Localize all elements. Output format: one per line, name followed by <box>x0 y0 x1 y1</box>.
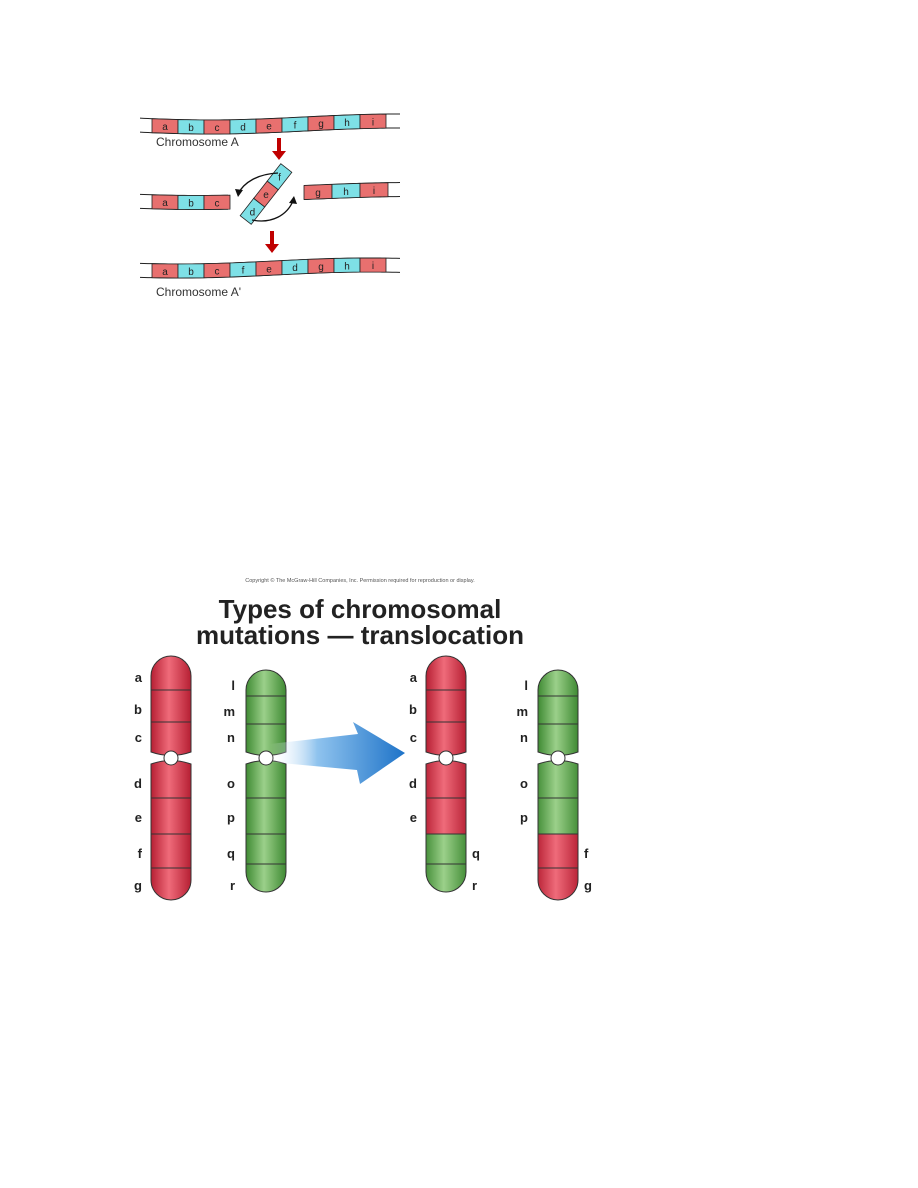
gene-label-r: r <box>230 878 235 893</box>
segment-label-c: c <box>215 123 220 134</box>
gene-label-g: g <box>134 878 142 893</box>
chromosome-red-after-lower-arm-translocated <box>426 834 466 892</box>
chromosomes <box>150 655 579 901</box>
chromosome-green-after <box>537 669 579 901</box>
chromosome-red-before-lower-arm <box>150 760 192 901</box>
chromosome-red-after-centromere <box>438 750 454 766</box>
segment-label-a: a <box>162 198 168 209</box>
segment-i <box>359 182 389 198</box>
chromosome-red-after-upper-arm <box>425 655 467 756</box>
gene-label-m: m <box>516 704 528 719</box>
chromosome-green-before-lower-arm <box>245 760 287 893</box>
gene-label-d: d <box>134 776 142 791</box>
gene-label-r: r <box>472 878 477 893</box>
copyright-notice: Copyright © The McGraw-Hill Companies, I… <box>245 577 475 584</box>
segment-label-a: a <box>162 267 168 278</box>
inverted-segment-f <box>266 163 293 191</box>
gene-label-c: c <box>410 730 417 745</box>
segment-label-f: f <box>294 120 297 131</box>
gene-label-d: d <box>409 776 417 791</box>
gene-label-c: c <box>135 730 142 745</box>
inverted-segment: def <box>239 163 293 225</box>
rotation-arrows <box>235 172 297 222</box>
segment-label-e: e <box>266 264 272 275</box>
chromosome-green-after-centromere <box>550 750 566 766</box>
chromosome-red-before-upper-arm <box>150 655 192 756</box>
segment-label-b: b <box>188 123 194 134</box>
segment-i <box>359 257 387 273</box>
gene-label-o: o <box>520 776 528 791</box>
inverted-label-e: e <box>263 190 269 201</box>
segment-c <box>203 194 231 210</box>
gene-label-p: p <box>520 810 528 825</box>
segment-i <box>359 113 387 130</box>
segment-label-a: a <box>162 122 168 133</box>
gene-label-e: e <box>410 810 417 825</box>
down-arrow-2 <box>265 231 279 253</box>
chromosome-red-after-lower-arm-original <box>426 760 466 834</box>
translocation-svg: Copyright © The McGraw-Hill Companies, I… <box>134 577 592 901</box>
segment-label-f: f <box>242 265 245 276</box>
title-line-2: mutations — translocation <box>196 620 524 650</box>
gene-label-b: b <box>134 702 142 717</box>
segment-label-i: i <box>372 261 374 272</box>
segment-label-c: c <box>215 198 220 209</box>
chromosome-a-label: Chromosome A <box>156 135 239 149</box>
gene-label-q: q <box>472 846 480 861</box>
segment-label-c: c <box>215 266 220 277</box>
chromosome-a-row: a b c d e f g h i <box>139 113 401 135</box>
segment-label-h: h <box>344 118 350 129</box>
chromosome-green-after-upper-arm <box>537 669 579 756</box>
gene-label-a: a <box>135 670 143 685</box>
chromosome-red-before <box>150 655 192 901</box>
gene-label-l: l <box>231 678 235 693</box>
gene-label-f: f <box>584 846 589 861</box>
segment-label-g: g <box>318 262 324 273</box>
segment-label-d: d <box>240 123 246 134</box>
gene-label-a: a <box>410 670 418 685</box>
segment-label-e: e <box>266 122 272 133</box>
gene-label-p: p <box>227 810 235 825</box>
gene-label-e: e <box>135 810 142 825</box>
segment-label-b: b <box>188 198 194 209</box>
chromosome-red-after <box>425 655 467 893</box>
inverted-label-f: f <box>278 173 281 184</box>
gene-label-o: o <box>227 776 235 791</box>
title-line-1: Types of chromosomal <box>219 594 502 624</box>
gene-label-f: f <box>138 846 143 861</box>
chromosome-green-before-upper-arm <box>245 669 287 756</box>
gene-label-l: l <box>524 678 528 693</box>
segment-label-b: b <box>188 267 194 278</box>
chromosome-red-before-centromere <box>163 750 179 766</box>
gene-label-n: n <box>520 730 528 745</box>
segment-label-g: g <box>315 188 321 199</box>
middle-left-row: a b c <box>139 193 231 210</box>
segment-label-h: h <box>343 187 349 198</box>
segment-label-d: d <box>292 263 298 274</box>
segment-label-g: g <box>318 119 324 130</box>
translocation-arrow <box>270 722 405 784</box>
chromosome-green-after-lower-arm-translocated <box>538 834 578 900</box>
gene-label-b: b <box>409 702 417 717</box>
chromosome-green-after-lower-arm-original <box>538 760 578 834</box>
gene-label-g: g <box>584 878 592 893</box>
gene-label-m: m <box>223 704 235 719</box>
segment-label-i: i <box>372 117 374 128</box>
down-arrow-1 <box>272 138 286 160</box>
middle-right-row: g h i <box>303 182 401 201</box>
chromosome-green-before <box>245 669 287 893</box>
translocation-diagram: Copyright © The McGraw-Hill Companies, I… <box>120 572 600 912</box>
segment-label-h: h <box>344 261 350 272</box>
chromosome-a-prime-label: Chromosome A' <box>156 285 241 299</box>
inverted-label-d: d <box>250 207 256 218</box>
gene-label-n: n <box>227 730 235 745</box>
segment-label-i: i <box>373 186 375 197</box>
gene-label-q: q <box>227 846 235 861</box>
